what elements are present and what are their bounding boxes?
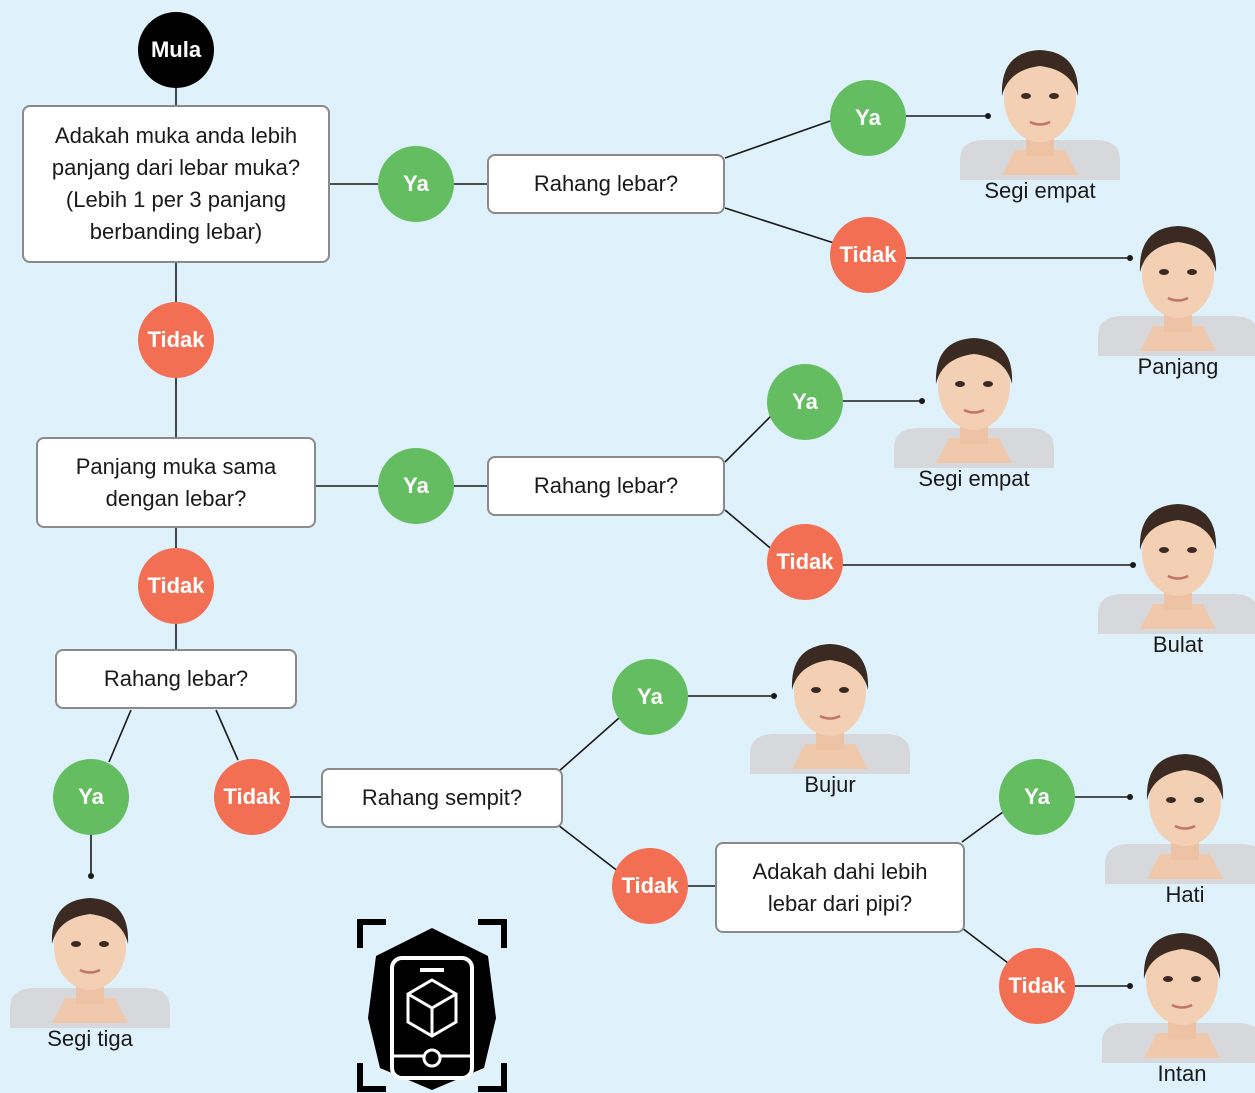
face-result-square: Segi empat xyxy=(960,40,1120,210)
no-node: Tidak xyxy=(767,524,843,600)
question-wide-jaw-3: Rahang lebar? xyxy=(55,649,297,709)
no-node: Tidak xyxy=(830,217,906,293)
no-node: Tidak xyxy=(138,548,214,624)
ar-phone-scan-icon xyxy=(357,919,507,1092)
question-narrow-jaw: Rahang sempit? xyxy=(321,768,563,828)
no-node: Tidak xyxy=(138,302,214,378)
yes-node: Ya xyxy=(378,146,454,222)
question-forehead-wider: Adakah dahi lebih lebar dari pipi? xyxy=(715,842,965,933)
face-result-round: Bulat xyxy=(1098,494,1255,664)
yes-node: Ya xyxy=(830,80,906,156)
question-wide-jaw-1: Rahang lebar? xyxy=(487,154,725,214)
face-result-heart: Hati xyxy=(1105,744,1255,914)
result-label: Segi empat xyxy=(918,466,1030,491)
question-face-longer: Adakah muka anda lebih panjang dari leba… xyxy=(22,105,330,263)
face-result-square-2: Segi empat xyxy=(894,328,1054,498)
face-illustration xyxy=(960,50,1120,180)
question-wide-jaw-2: Rahang lebar? xyxy=(487,456,725,516)
result-label: Segi tiga xyxy=(47,1026,133,1051)
face-illustration xyxy=(1105,754,1255,884)
start-node: Mula xyxy=(138,12,214,88)
yes-node: Ya xyxy=(378,448,454,524)
yes-node: Ya xyxy=(767,364,843,440)
face-result-triangle: Segi tiga xyxy=(10,888,170,1058)
question-face-equal: Panjang muka sama dengan lebar? xyxy=(36,437,316,528)
result-label: Panjang xyxy=(1137,354,1219,379)
face-result-long: Panjang xyxy=(1098,216,1255,386)
result-label: Segi empat xyxy=(984,178,1096,203)
face-illustration xyxy=(894,338,1054,468)
face-result-oval: Bujur xyxy=(750,634,910,804)
result-label: Bujur xyxy=(804,772,856,797)
yes-node: Ya xyxy=(53,759,129,835)
yes-node: Ya xyxy=(999,759,1075,835)
result-label: Hati xyxy=(1165,882,1205,907)
result-label: Bulat xyxy=(1152,632,1204,657)
face-illustration xyxy=(10,898,170,1028)
no-node: Tidak xyxy=(214,759,290,835)
face-illustration xyxy=(750,644,910,774)
no-node: Tidak xyxy=(612,848,688,924)
result-label: Intan xyxy=(1157,1061,1207,1086)
no-node: Tidak xyxy=(999,948,1075,1024)
face-result-diamond: Intan xyxy=(1102,923,1255,1093)
yes-node: Ya xyxy=(612,659,688,735)
face-illustration xyxy=(1098,226,1255,356)
face-illustration xyxy=(1102,933,1255,1063)
face-illustration xyxy=(1098,504,1255,634)
